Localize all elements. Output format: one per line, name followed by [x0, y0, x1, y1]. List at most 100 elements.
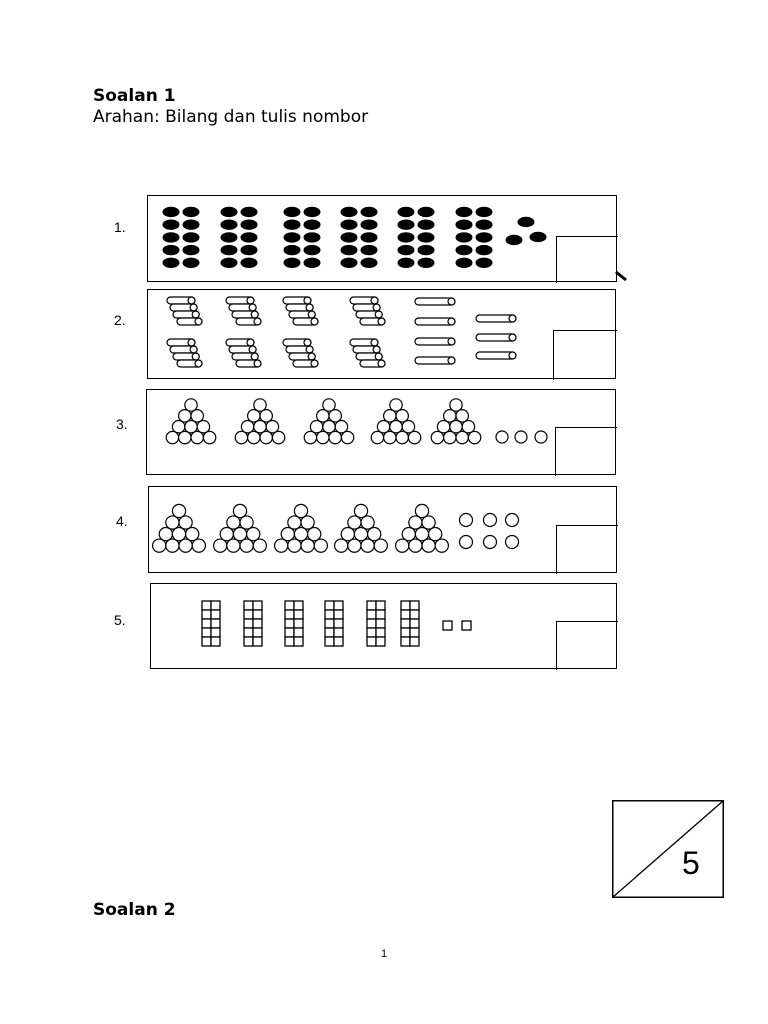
stick-end	[307, 352, 316, 361]
loose-stick-icon	[475, 351, 517, 360]
stick-bundle-icon	[352, 303, 381, 312]
circle-counter	[184, 398, 198, 412]
stick-end	[194, 317, 203, 326]
circle-counter	[280, 526, 295, 542]
circle-counter	[504, 512, 520, 528]
stick-end	[303, 338, 312, 347]
ten-frame-cell	[293, 636, 304, 647]
stick-bundle-icon	[359, 359, 386, 368]
circle-counter	[373, 538, 388, 553]
circle-counter	[430, 430, 445, 445]
item-4-answer-box[interactable]	[556, 525, 618, 574]
ten-frame-cell	[400, 609, 411, 620]
ten-frame-cell	[243, 609, 254, 620]
circle-counter	[171, 503, 187, 519]
circle-counter	[495, 430, 509, 444]
black-oval-bead-icon	[475, 219, 493, 230]
ten-frame-cell	[210, 609, 221, 620]
stick-bundle-icon	[282, 296, 312, 305]
black-oval-bead-icon	[397, 232, 415, 243]
black-oval-bead-icon	[283, 244, 301, 256]
ten-frame-cell	[400, 636, 411, 647]
item-5-answer-box[interactable]	[556, 621, 618, 670]
score-box-border	[612, 800, 724, 898]
ten-frame-cell	[201, 609, 212, 620]
ten-frame-cell	[201, 618, 212, 629]
stick-end	[189, 303, 198, 312]
circle-counter	[514, 430, 528, 444]
black-oval-bead-icon	[455, 257, 473, 268]
circle-counter	[421, 538, 436, 553]
circle-counter	[151, 538, 167, 553]
black-oval-bead-icon	[182, 219, 200, 230]
stick-end	[305, 345, 314, 354]
circle-counter	[178, 430, 192, 445]
ten-frame-icon	[366, 600, 386, 647]
black-oval-bead-icon	[397, 219, 415, 230]
circle-counter	[328, 409, 342, 423]
stick-end	[377, 359, 386, 368]
black-oval-bead-icon	[455, 232, 473, 243]
ten-frame-cell	[252, 627, 263, 638]
circle-counter	[190, 409, 204, 423]
black-oval-bead-icon	[340, 232, 358, 243]
ten-frame-icon	[324, 600, 344, 647]
circle-counter	[165, 515, 180, 530]
ten-frame-cell	[293, 609, 304, 620]
black-oval-bead-icon	[475, 257, 493, 268]
circle-counter	[328, 430, 342, 445]
stick-end	[372, 303, 381, 312]
stick-bundle-icon	[235, 359, 262, 368]
black-oval-bead-icon	[340, 244, 358, 256]
stick-end	[187, 338, 196, 347]
stick-bundle-icon	[176, 317, 203, 326]
unit-square-icon	[442, 620, 453, 631]
circle-counter	[455, 409, 469, 423]
ten-frame-cell	[210, 618, 221, 629]
black-oval-bead-icon	[475, 206, 493, 218]
black-oval-bead-icon	[240, 206, 258, 218]
ten-frame-cell	[375, 636, 386, 647]
circle-counter	[191, 538, 206, 553]
stick-bundle-icon	[292, 359, 319, 368]
ten-frame-cell	[293, 627, 304, 638]
circle-counter	[234, 430, 249, 445]
ten-frame-cell	[375, 600, 386, 611]
black-oval-bead-icon	[303, 232, 321, 243]
ten-frame-cell	[201, 627, 212, 638]
black-oval-bead-icon	[455, 219, 473, 230]
ten-frame-cell	[400, 600, 411, 611]
circle-counter	[293, 503, 309, 519]
circle-counter	[467, 430, 482, 445]
circle-counter	[401, 419, 416, 434]
black-oval-bead-icon	[240, 244, 258, 256]
stick-bundle-icon	[359, 317, 386, 326]
stick-end	[191, 352, 200, 361]
stick-end	[189, 345, 198, 354]
page-number: 1	[380, 948, 388, 960]
stick-end	[305, 303, 314, 312]
item-3-answer-box[interactable]	[555, 427, 617, 476]
stick-end	[250, 310, 259, 319]
ten-frame-cell	[293, 618, 304, 629]
stick-end	[253, 317, 262, 326]
stick-bundle-icon	[285, 345, 314, 354]
ten-frame-cell	[333, 627, 344, 638]
ten-frame-cell	[293, 600, 304, 611]
item-2-answer-box[interactable]	[553, 330, 617, 380]
black-oval-bead-icon	[397, 244, 415, 256]
ten-frame-cell	[375, 609, 386, 620]
black-oval-bead-icon	[220, 206, 238, 218]
stick-end	[508, 333, 517, 342]
item-1-answer-box[interactable]	[556, 236, 618, 283]
circle-counter	[245, 526, 261, 542]
circle-counter	[449, 398, 463, 412]
ten-frame-icon	[243, 600, 263, 647]
stick-bundle-icon	[172, 310, 200, 319]
circle-counter	[252, 538, 267, 553]
stick-bundle-icon	[166, 296, 196, 305]
black-oval-bead-icon	[220, 219, 238, 230]
ten-frame-cell	[333, 600, 344, 611]
ten-frame-cell	[324, 600, 335, 611]
circle-counter	[504, 534, 520, 550]
